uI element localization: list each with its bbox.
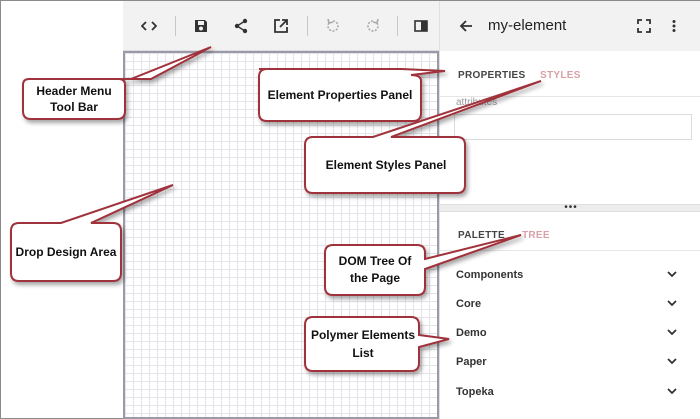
chevron-down-icon [667,300,677,307]
side-panel: my-element PROPERTIES STYLES attributes … [439,1,700,419]
panel-header: my-element [440,1,700,51]
tab-palette[interactable]: PALETTE [458,230,505,241]
list-item-components[interactable]: Components [440,260,700,289]
more-options-button[interactable] [662,14,686,38]
open-preview-button[interactable] [269,14,293,38]
open-in-new-icon [274,19,288,33]
callout-header-menu: Header Menu Tool Bar [36,84,112,114]
back-button[interactable] [454,14,478,38]
toolbar-divider [397,16,398,36]
tab-styles[interactable]: STYLES [540,70,581,81]
palette-tree-tabs: PALETTE TREE [440,213,700,251]
list-item-label: Paper [456,356,487,368]
share-button[interactable] [229,14,253,38]
chevron-down-icon [667,388,677,395]
chevron-down-icon [667,358,677,365]
code-view-button[interactable] [137,14,161,38]
callout-element-styles: Element Styles Panel [325,158,447,172]
attributes-label: attributes [456,97,498,108]
fullscreen-icon [637,19,651,33]
toggle-panel-button[interactable] [409,14,433,38]
list-item-topeka[interactable]: Topeka [440,377,700,406]
chevron-down-icon [667,271,677,278]
toolbar-divider [307,16,308,36]
share-icon [234,18,248,34]
code-icon [141,21,157,31]
callout-dom-tree: DOM Tree Of the Page [338,254,412,285]
list-item-demo[interactable]: Demo [440,318,700,347]
more-vert-icon [672,20,676,32]
attributes-input[interactable] [454,114,692,140]
redo-button[interactable] [361,14,385,38]
tab-properties[interactable]: PROPERTIES [458,70,526,81]
chevron-down-icon [667,329,677,336]
list-item-label: Core [456,298,482,310]
fullscreen-button[interactable] [632,14,656,38]
callout-polymer-elements: Polymer Elements List [310,328,416,360]
callout-drop-design: Drop Design Area [15,245,117,259]
save-icon [195,20,207,32]
callout-element-properties: Element Properties Panel [267,88,413,102]
panel-toggle-icon [414,20,428,32]
list-item-paper[interactable]: Paper [440,347,700,376]
tab-tree[interactable]: TREE [522,230,550,241]
list-item-label: Demo [456,327,487,339]
save-button[interactable] [189,14,213,38]
properties-styles-tabs: PROPERTIES STYLES [440,51,700,97]
panel-splitter[interactable]: ••• [440,203,700,213]
list-item-core[interactable]: Core [440,289,700,318]
undo-button[interactable] [321,14,345,38]
panel-title: my-element [488,17,567,34]
undo-icon [327,18,339,32]
arrow-back-icon [459,20,472,32]
list-item-label: Topeka [456,386,494,398]
toolbar-divider [175,16,176,36]
header-toolbar [123,1,439,51]
redo-icon [367,18,379,32]
list-item-label: Components [456,269,524,281]
